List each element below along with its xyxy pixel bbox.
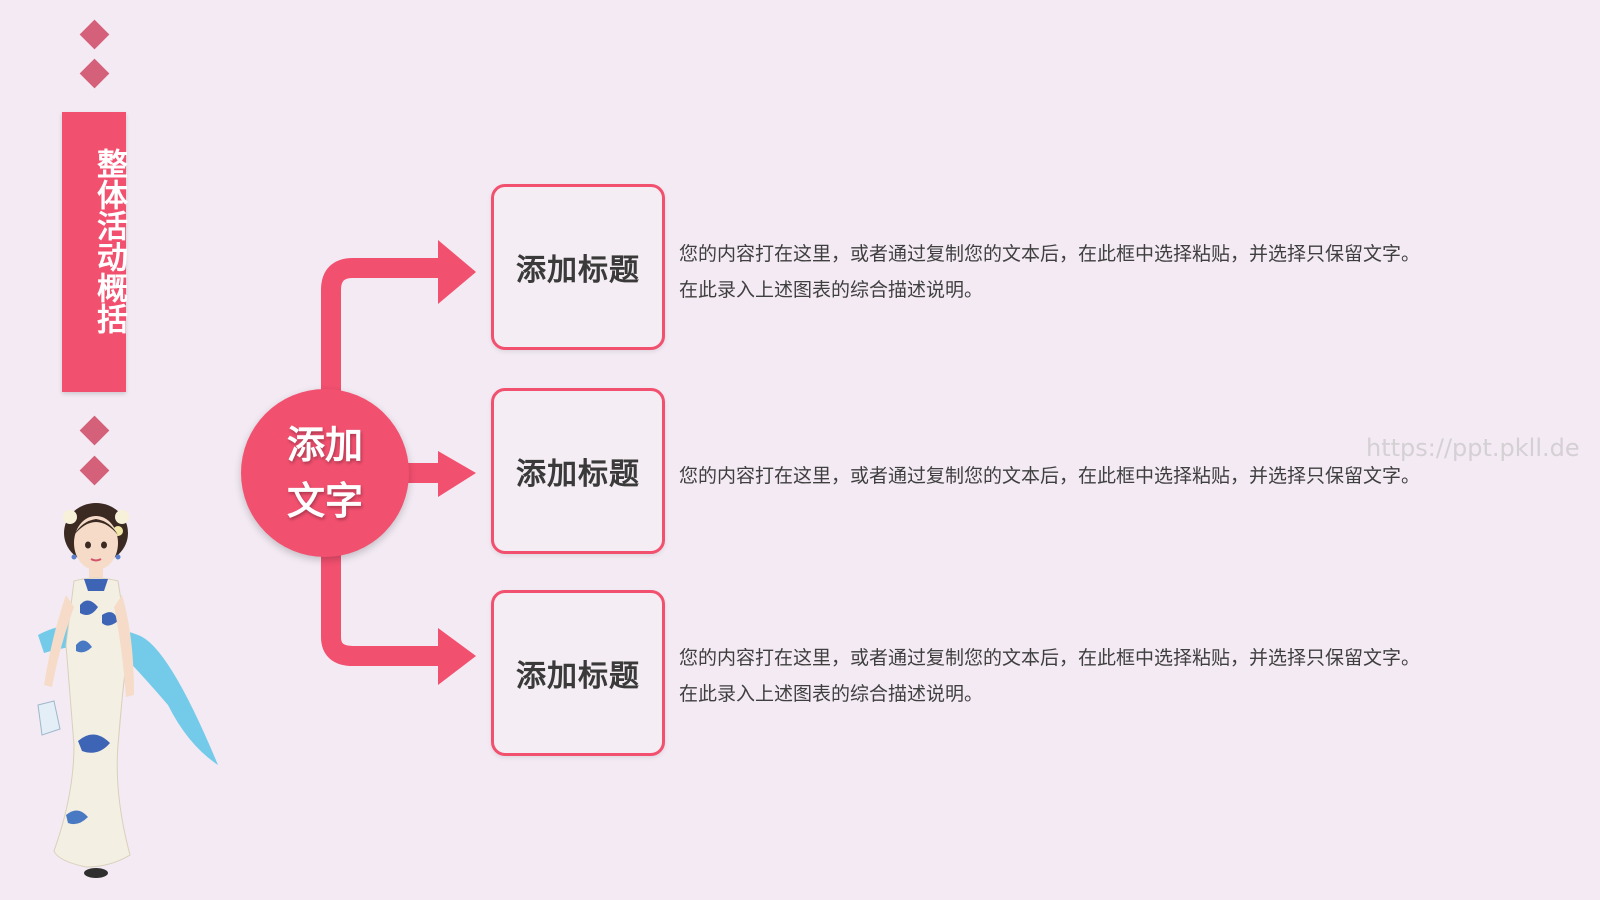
title-box-3: 添加标题 [491,590,665,756]
center-circle: 添加 文字 [241,389,409,557]
center-label: 添加 文字 [270,417,380,529]
side-banner: 整体活动概括 [62,112,127,392]
title-box-3-label: 添加标题 [516,659,640,694]
description-1: 您的内容打在这里，或者通过复制您的文本后，在此框中选择粘贴，并选择只保留文字。 … [679,236,1479,308]
description-2-line-1: 您的内容打在这里，或者通过复制您的文本后，在此框中选择粘贴，并选择只保留文字。 [679,465,1421,487]
watermark: https://ppt.pkll.de [1366,434,1580,462]
center-label-line1: 添加 [286,423,363,467]
center-label-line2: 文字 [286,479,363,523]
description-1-line-2: 在此录入上述图表的综合描述说明。 [679,279,984,301]
description-2: 您的内容打在这里，或者通过复制您的文本后，在此框中选择粘贴，并选择只保留文字。 [679,458,1479,494]
description-3-line-1: 您的内容打在这里，或者通过复制您的文本后，在此框中选择粘贴，并选择只保留文字。 [679,647,1421,669]
title-box-1-label: 添加标题 [516,253,640,288]
qipao-woman-illustration [37,503,218,878]
title-box-2: 添加标题 [491,388,665,554]
title-box-1: 添加标题 [491,184,665,350]
title-box-2-label: 添加标题 [516,457,640,492]
description-3-line-2: 在此录入上述图表的综合描述说明。 [679,683,984,705]
description-3: 您的内容打在这里，或者通过复制您的文本后，在此框中选择粘贴，并选择只保留文字。 … [679,640,1479,712]
side-banner-title: 整体活动概括 [91,148,127,334]
description-1-line-1: 您的内容打在这里，或者通过复制您的文本后，在此框中选择粘贴，并选择只保留文字。 [679,243,1421,265]
